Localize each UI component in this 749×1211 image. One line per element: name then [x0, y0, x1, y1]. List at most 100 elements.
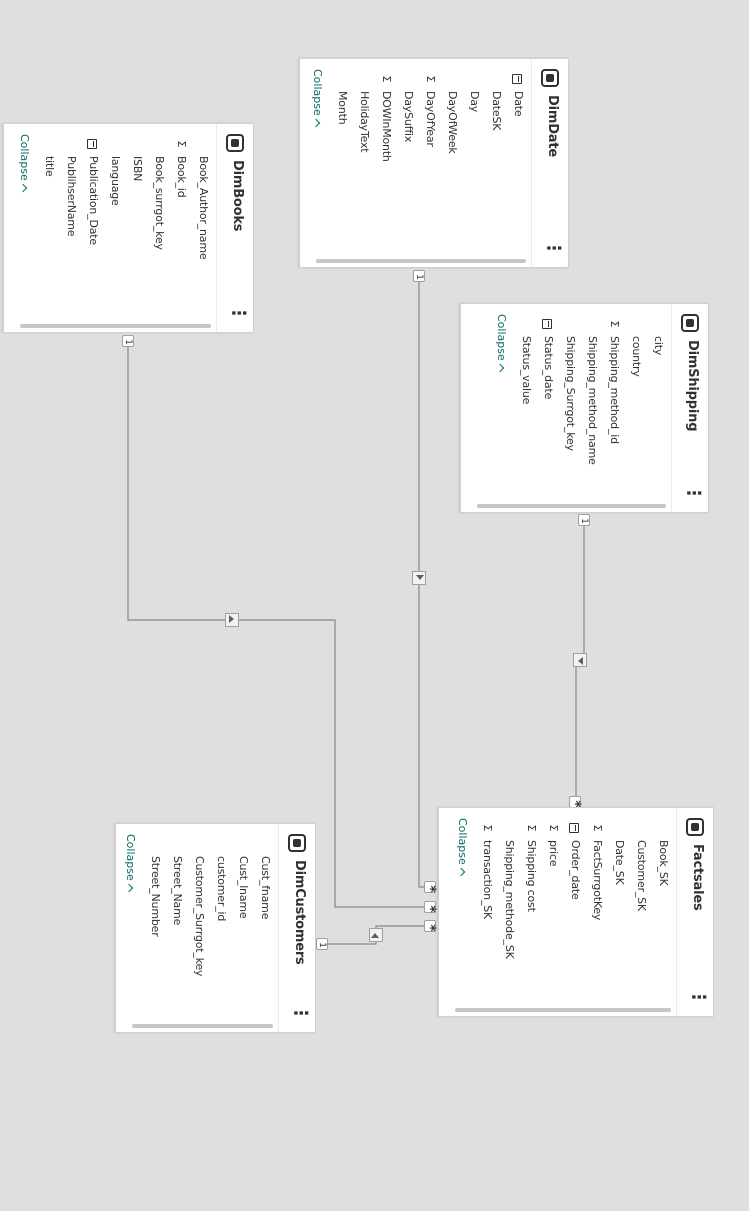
field-name: DayOfYear — [424, 91, 437, 147]
field-row[interactable]: DateSK — [484, 59, 506, 267]
collapse-label: Collapse — [456, 818, 469, 865]
sigma-icon: Σ — [481, 824, 494, 832]
calendar-icon — [542, 319, 552, 329]
filter-direction-arrow — [573, 653, 587, 667]
vertical-scrollbar[interactable] — [455, 1008, 671, 1012]
collapse-link[interactable]: Collapse — [456, 818, 469, 876]
more-options-icon[interactable]: ⋮ — [543, 239, 564, 257]
field-row[interactable]: ISBN — [125, 124, 147, 332]
more-options-icon[interactable]: ⋮ — [688, 988, 709, 1006]
field-row[interactable]: DaySuffix — [396, 59, 418, 267]
field-name: title — [43, 156, 56, 177]
table-name: DimShipping — [685, 340, 700, 432]
field-row[interactable]: Status_value — [514, 304, 536, 512]
sigma-icon: Σ — [380, 75, 393, 83]
more-options-icon[interactable]: ⋮ — [290, 1004, 311, 1022]
field-row[interactable]: Publication_Date — [81, 124, 103, 332]
table-header[interactable]: Factsales⋮ — [676, 808, 713, 1016]
sigma-icon: Σ — [424, 75, 437, 83]
field-row[interactable]: HolidayText — [352, 59, 374, 267]
field-row[interactable]: Date_SK — [607, 808, 629, 1016]
field-row[interactable]: Shipping_method_name — [580, 304, 602, 512]
collapse-link[interactable]: Collapse — [18, 134, 31, 192]
field-row[interactable]: city — [646, 304, 668, 512]
field-name: FactSurrgotKey — [591, 840, 604, 921]
collapse-label: Collapse — [311, 69, 324, 116]
field-name: DaySuffix — [402, 91, 415, 143]
chevron-up-icon — [456, 867, 466, 876]
collapse-label: Collapse — [18, 134, 31, 181]
chevron-up-icon — [124, 883, 134, 892]
field-name: customer_id — [215, 856, 228, 922]
vertical-scrollbar[interactable] — [477, 504, 666, 508]
field-row[interactable]: DayOfWeek — [440, 59, 462, 267]
table-header[interactable]: DimBooks⋮ — [216, 124, 253, 332]
collapse-link[interactable]: Collapse — [495, 314, 508, 372]
field-row[interactable]: Customer_Surrgot_key — [187, 824, 209, 1032]
field-row[interactable]: Shipping_methode_SK — [497, 808, 519, 1016]
table-header[interactable]: DimCustomers⋮ — [278, 824, 315, 1032]
field-row[interactable]: Book_SK — [651, 808, 673, 1016]
field-row[interactable]: Cust_lname — [231, 824, 253, 1032]
collapse-link[interactable]: Collapse — [311, 69, 324, 127]
field-row[interactable]: Date — [506, 59, 528, 267]
field-name: Cust_lname — [237, 856, 250, 919]
field-name: country — [630, 336, 643, 377]
table-icon — [226, 134, 244, 152]
field-row[interactable]: Month — [330, 59, 352, 267]
field-row[interactable]: Customer_SK — [629, 808, 651, 1016]
field-row[interactable]: customer_id — [209, 824, 231, 1032]
field-name: price — [547, 840, 560, 867]
field-name: Status_value — [520, 336, 533, 405]
collapse-label: Collapse — [124, 834, 137, 881]
field-row[interactable]: Street_Name — [165, 824, 187, 1032]
field-name: Status_date — [542, 336, 555, 400]
field-name: Customer_Surrgot_key — [193, 856, 206, 977]
more-options-icon[interactable]: ⋮ — [683, 484, 704, 502]
field-name: transaction_SK — [481, 840, 494, 920]
field-row[interactable]: Book_surrgot_key — [147, 124, 169, 332]
field-row[interactable]: Day — [462, 59, 484, 267]
cardinality-many-badge: * — [422, 881, 438, 893]
filter-direction-arrow — [412, 571, 426, 585]
vertical-scrollbar[interactable] — [20, 324, 211, 328]
collapse-link[interactable]: Collapse — [124, 834, 137, 892]
field-row[interactable]: Shipping_Surrgot_key — [558, 304, 580, 512]
field-row[interactable]: Status_date — [536, 304, 558, 512]
field-row[interactable]: country — [624, 304, 646, 512]
table-header[interactable]: DimShipping ⋮ — [671, 304, 708, 512]
cardinality-many-badge: * — [422, 901, 438, 913]
more-options-icon[interactable]: ⋮ — [228, 304, 249, 322]
vertical-scrollbar[interactable] — [316, 259, 526, 263]
vertical-scrollbar[interactable] — [132, 1024, 273, 1028]
field-row[interactable]: Street_Number — [143, 824, 165, 1032]
field-row[interactable]: Order_date — [563, 808, 585, 1016]
table-header[interactable]: DimDate⋮ — [531, 59, 568, 267]
field-name: Shipping cost — [525, 840, 538, 912]
cardinality-one-badge: 1 — [413, 270, 425, 282]
field-row[interactable]: Σ DayOfYear — [418, 59, 440, 267]
field-row[interactable]: PublihserName — [59, 124, 81, 332]
field-row[interactable]: Book_Author_name — [191, 124, 213, 332]
table-icon — [681, 314, 699, 332]
field-row[interactable]: language — [103, 124, 125, 332]
table-icon — [686, 818, 704, 836]
field-row[interactable]: title — [37, 124, 59, 332]
field-row[interactable]: Cust_fname — [253, 824, 275, 1032]
field-name: Street_Name — [171, 856, 184, 926]
